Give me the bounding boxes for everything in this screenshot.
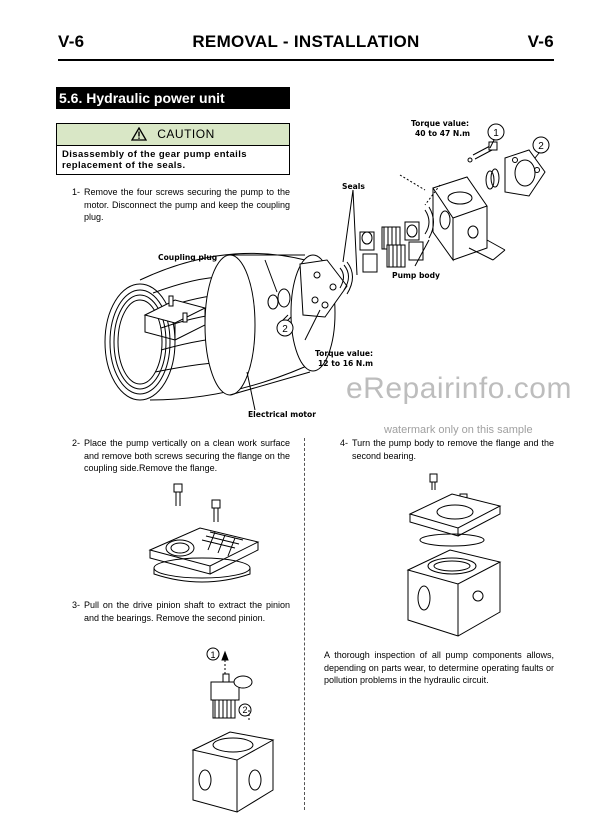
- step-text: Pull on the drive pinion shaft to extrac…: [84, 600, 290, 623]
- step3-callout-1: 1: [210, 650, 215, 660]
- header-page-left: V-6: [58, 32, 85, 51]
- callout-2b: 2: [282, 324, 288, 335]
- step-3: 3- Pull on the drive pinion shaft to ext…: [72, 599, 290, 624]
- watermark-note: watermark only on this sample: [384, 424, 533, 436]
- torque-top-line1: Torque value:: [411, 119, 470, 128]
- torque-bottom-line2: 12 to 16 N.m: [318, 359, 374, 368]
- step-text: Turn the pump body to remove the flange …: [352, 438, 554, 461]
- header-title: REMOVAL - INSTALLATION: [192, 32, 420, 51]
- pinion-extraction-illustration: 1 2: [191, 647, 275, 813]
- page-header: V-6 REMOVAL - INSTALLATION V-6: [58, 32, 554, 54]
- callout-2: 2: [538, 141, 544, 152]
- coupling-plug-label: Coupling plug: [158, 253, 218, 262]
- callout-1: 1: [493, 128, 499, 139]
- step-number: 2-: [72, 438, 81, 448]
- caution-label: CAUTION: [157, 127, 215, 141]
- caution-header: CAUTION: [57, 124, 289, 146]
- seals-label: Seals: [342, 182, 365, 191]
- caution-message: Disassembly of the gear pump entails rep…: [62, 149, 247, 171]
- inspection-note: A thorough inspection of all pump compon…: [324, 649, 554, 687]
- step-number: 3-: [72, 600, 81, 610]
- pump-body-label: Pump body: [392, 271, 441, 280]
- pump-body-turn-illustration: [406, 473, 502, 637]
- note-text: A thorough inspection of all pump compon…: [324, 650, 554, 686]
- step-2: 2- Place the pump vertically on a clean …: [72, 437, 290, 475]
- torque-top-line2: 40 to 47 N.m: [415, 129, 471, 138]
- electrical-motor-label: Electrical motor: [248, 410, 317, 419]
- step-number: 1-: [72, 187, 81, 197]
- step-number: 4-: [340, 438, 349, 448]
- caution-box: CAUTION Disassembly of the gear pump ent…: [56, 123, 290, 175]
- step-4: 4- Turn the pump body to remove the flan…: [340, 437, 554, 462]
- step3-callout-2: 2: [242, 705, 247, 715]
- torque-bottom-line1: Torque value:: [315, 349, 374, 358]
- flange-removal-illustration: [148, 483, 260, 583]
- section-title: 5.6. Hydraulic power unit: [56, 87, 290, 109]
- step-1: 1- Remove the four screws securing the p…: [72, 186, 290, 224]
- header-page-right: V-6: [527, 32, 554, 51]
- step-text: Remove the four screws securing the pump…: [84, 187, 290, 223]
- watermark-brand: eRepairinfo.com: [346, 372, 572, 405]
- header-rule: [58, 59, 554, 61]
- exploded-pump-diagram: 1 2 2: [104, 123, 550, 411]
- step-text: Place the pump vertically on a clean wor…: [84, 438, 290, 474]
- column-divider: [304, 438, 305, 810]
- warning-icon: [131, 126, 148, 141]
